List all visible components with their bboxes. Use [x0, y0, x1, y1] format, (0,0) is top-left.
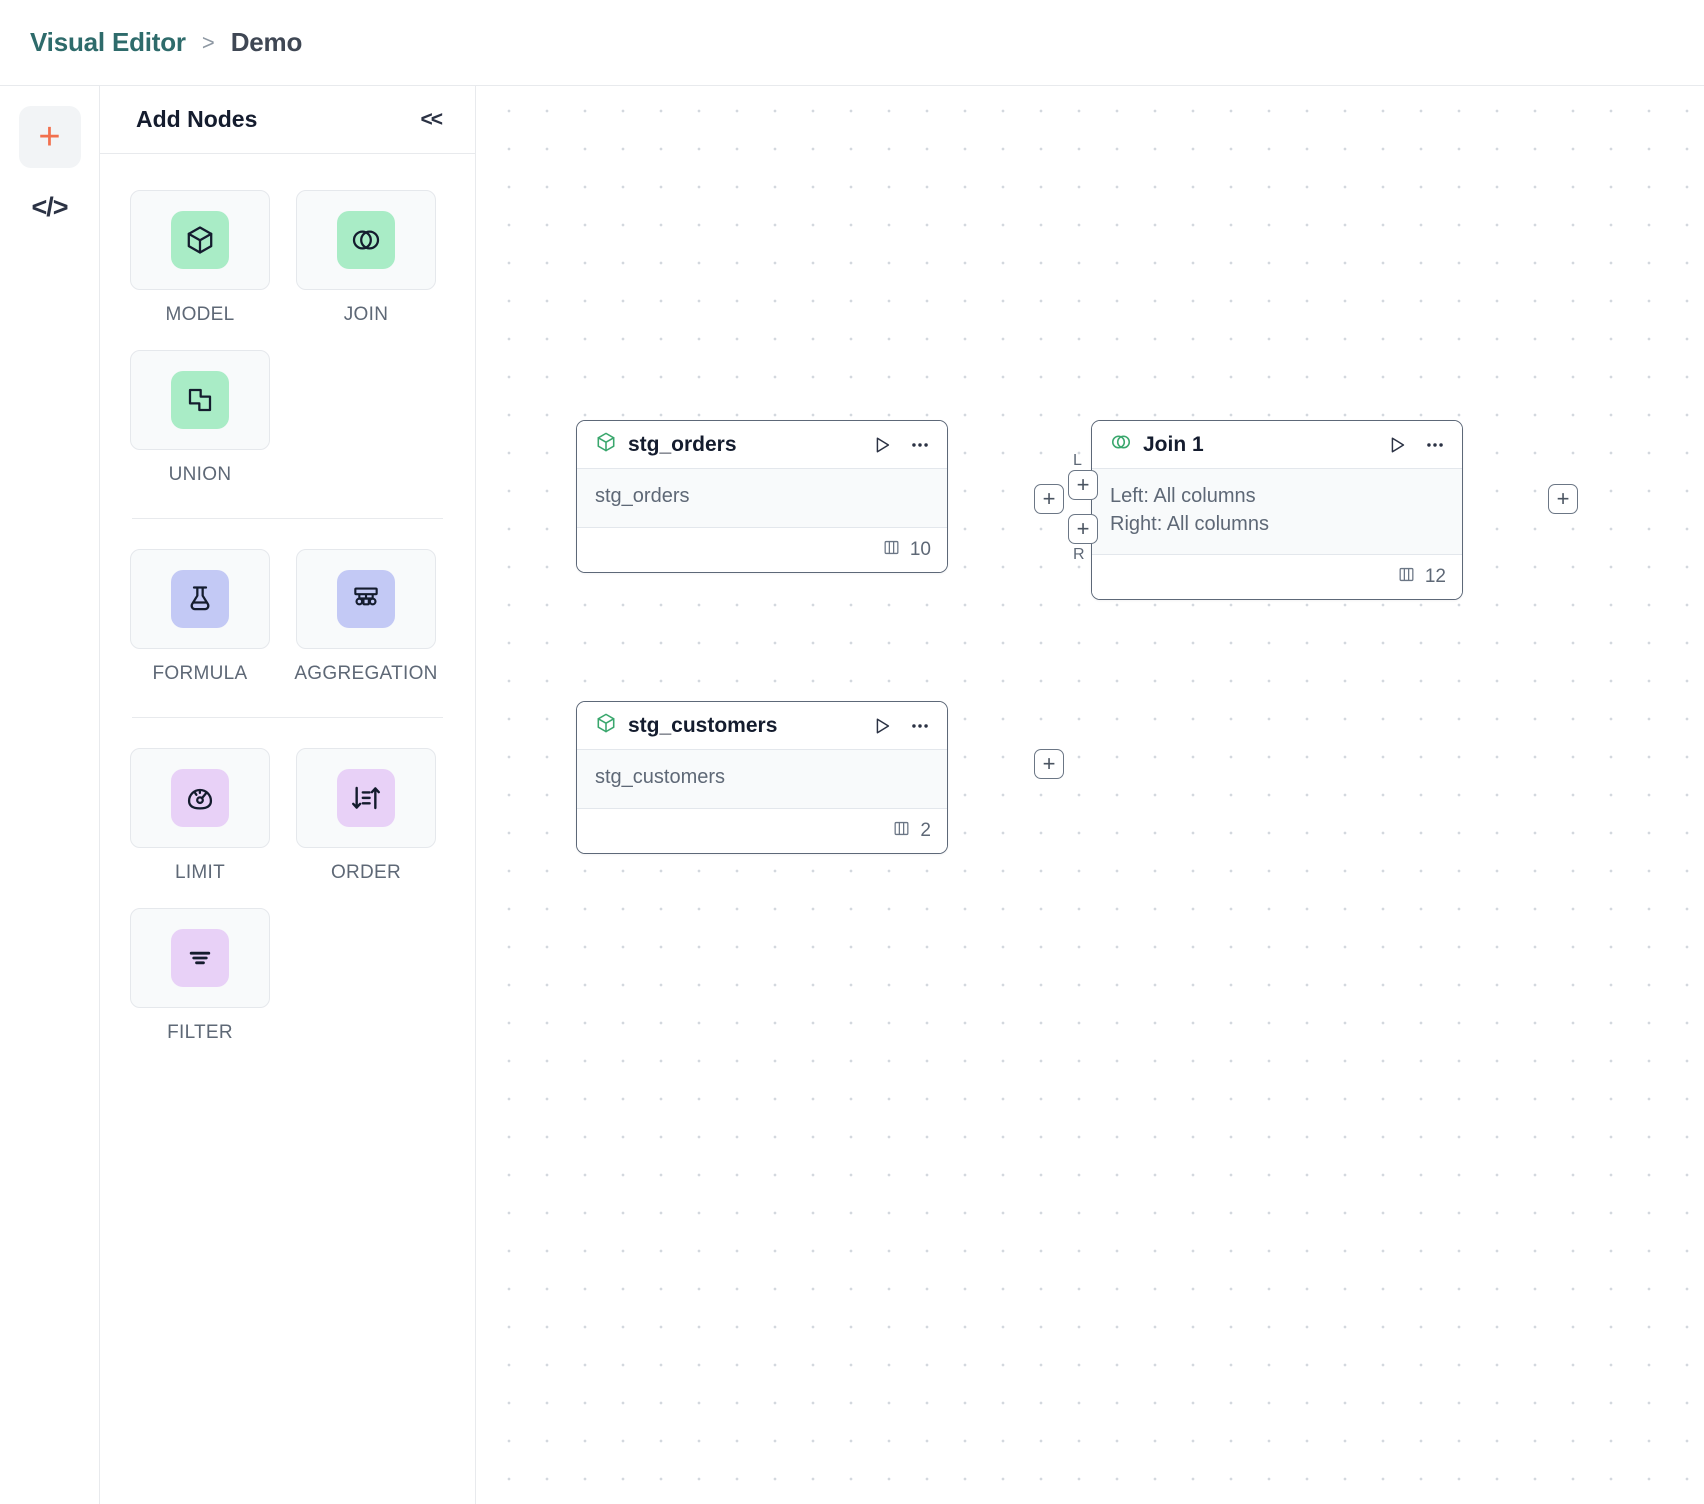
venn-icon [1110, 431, 1132, 458]
palette-label-join: JOIN [344, 304, 388, 326]
palette-item-formula[interactable]: FORMULA [130, 549, 270, 685]
run-icon[interactable] [871, 715, 893, 737]
node-stg-customers[interactable]: stg_customers stg_customers [576, 701, 948, 854]
palette-tile-union[interactable] [130, 350, 270, 450]
node-body: stg_orders [577, 469, 947, 528]
breadcrumb-leaf: Demo [231, 27, 302, 58]
venn-icon [337, 211, 395, 269]
node-group-transforms: FORMULA [130, 549, 445, 685]
more-options-icon[interactable] [1424, 434, 1446, 456]
node-body-line: stg_orders [595, 483, 929, 511]
node-body-line-left: Left: All columns [1110, 483, 1444, 511]
node-footer: 10 [577, 528, 947, 572]
add-node-rail-button[interactable]: + [19, 106, 81, 168]
union-shapes-icon [171, 371, 229, 429]
node-body-line: stg_customers [595, 764, 929, 792]
cube-icon [595, 712, 617, 739]
node-join-1[interactable]: Join 1 Left: All columns Right: All colu… [1091, 420, 1463, 600]
funnel-icon [171, 929, 229, 987]
palette-item-aggregation[interactable]: AGGREGATION [296, 549, 436, 685]
palette-label-aggregation: AGGREGATION [294, 663, 437, 685]
code-view-rail-button[interactable]: </> [19, 176, 81, 238]
icon-rail: + </> [0, 86, 100, 1504]
node-body: stg_customers [577, 750, 947, 809]
palette-tile-join[interactable] [296, 190, 436, 290]
node-title: stg_customers [628, 714, 871, 738]
add-nodes-panel-header: Add Nodes << [100, 86, 475, 154]
breadcrumb-root[interactable]: Visual Editor [30, 27, 186, 58]
add-icon: + [38, 118, 60, 156]
flow-canvas[interactable]: stg_orders stg_orders [476, 86, 1704, 1504]
node-title: stg_orders [628, 433, 871, 457]
palette-tile-order[interactable] [296, 748, 436, 848]
node-body-line-right: Right: All columns [1110, 511, 1444, 539]
node-group-row-ops: LIMIT ORDER [130, 748, 445, 1044]
palette-label-formula: FORMULA [153, 663, 248, 685]
palette-label-model: MODEL [165, 304, 234, 326]
columns-icon [892, 819, 911, 843]
palette-tile-filter[interactable] [130, 908, 270, 1008]
add-nodes-panel-body: MODEL JOIN [100, 154, 475, 1504]
palette-tile-model[interactable] [130, 190, 270, 290]
input-port-left[interactable]: + [1068, 470, 1098, 500]
code-icon: </> [31, 192, 67, 223]
node-header[interactable]: stg_customers [577, 702, 947, 750]
palette-item-order[interactable]: ORDER [296, 748, 436, 884]
output-port-stg-orders[interactable]: + [1034, 484, 1064, 514]
gauge-icon [171, 769, 229, 827]
palette-tile-limit[interactable] [130, 748, 270, 848]
panel-title: Add Nodes [136, 106, 257, 133]
output-port-stg-customers[interactable]: + [1034, 749, 1064, 779]
node-header[interactable]: stg_orders [577, 421, 947, 469]
flask-icon [171, 570, 229, 628]
columns-icon [1397, 565, 1416, 589]
sort-arrows-icon [337, 769, 395, 827]
node-title: Join 1 [1143, 433, 1386, 457]
palette-label-order: ORDER [331, 862, 401, 884]
palette-label-filter: FILTER [167, 1022, 233, 1044]
node-footer: 12 [1092, 555, 1462, 599]
port-label-right: R [1073, 546, 1085, 564]
breadcrumb: Visual Editor > Demo [0, 0, 1704, 86]
edge-layer [476, 86, 776, 236]
breadcrumb-separator: > [202, 30, 215, 56]
palette-label-union: UNION [169, 464, 232, 486]
output-port-join-1[interactable]: + [1548, 484, 1578, 514]
palette-item-limit[interactable]: LIMIT [130, 748, 270, 884]
column-count: 2 [920, 820, 931, 842]
palette-item-model[interactable]: MODEL [130, 190, 270, 326]
node-stg-orders[interactable]: stg_orders stg_orders [576, 420, 948, 573]
node-footer: 2 [577, 809, 947, 853]
palette-label-limit: LIMIT [175, 862, 225, 884]
node-group-sources: MODEL JOIN [130, 190, 445, 486]
palette-tile-formula[interactable] [130, 549, 270, 649]
run-icon[interactable] [1386, 434, 1408, 456]
app-shell: + </> Add Nodes << [0, 86, 1704, 1504]
palette-item-union[interactable]: UNION [130, 350, 270, 486]
palette-item-join[interactable]: JOIN [296, 190, 436, 326]
port-label-left: L [1073, 452, 1082, 470]
node-body: Left: All columns Right: All columns [1092, 469, 1462, 555]
cube-icon [171, 211, 229, 269]
palette-item-filter[interactable]: FILTER [130, 908, 270, 1044]
cube-icon [595, 431, 617, 458]
more-options-icon[interactable] [909, 715, 931, 737]
column-count: 10 [910, 539, 931, 561]
panel-divider-1 [132, 518, 443, 519]
input-port-right[interactable]: + [1068, 514, 1098, 544]
column-count: 12 [1425, 566, 1446, 588]
panel-divider-2 [132, 717, 443, 718]
collapse-panel-button[interactable]: << [420, 108, 441, 132]
aggregation-tree-icon [337, 570, 395, 628]
add-nodes-panel: Add Nodes << MODEL [100, 86, 476, 1504]
node-header[interactable]: Join 1 [1092, 421, 1462, 469]
palette-tile-aggregation[interactable] [296, 549, 436, 649]
columns-icon [882, 538, 901, 562]
more-options-icon[interactable] [909, 434, 931, 456]
run-icon[interactable] [871, 434, 893, 456]
